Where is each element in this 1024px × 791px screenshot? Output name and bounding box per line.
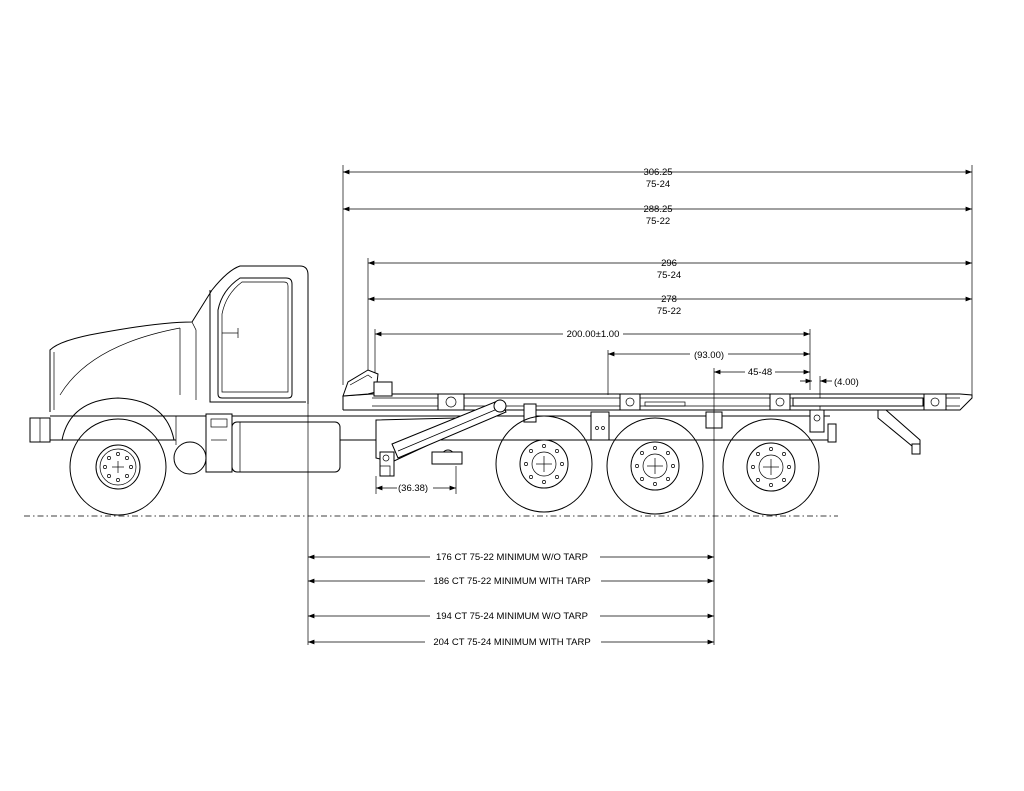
dim-306-value: 306.25: [643, 167, 672, 178]
overall-dimension-288: 288.25 75-22: [343, 204, 972, 227]
ct-194-label: 194 CT 75-24 MINIMUM W/O TARP: [436, 611, 588, 622]
dim-36-value: (36.38): [398, 483, 428, 494]
rear-wheel: [722, 418, 820, 516]
dim-296-model: 75-24: [657, 270, 681, 281]
ct-extension-lines: [307, 368, 715, 645]
ct-186-label: 186 CT 75-22 MINIMUM WITH TARP: [433, 576, 590, 587]
truck-cab: [29, 265, 309, 443]
tandem-dimension: 45-48: [714, 366, 810, 378]
dim-45-48-value: 45-48: [748, 367, 772, 378]
drive-wheel-2: [606, 417, 704, 515]
truck-frame: [50, 397, 830, 475]
drive-wheel-1: [495, 415, 593, 513]
ct-dimension-186: 186 CT 75-22 MINIMUM WITH TARP: [308, 575, 714, 587]
rail-dimension: 200.00±1.00: [374, 328, 811, 390]
dim-288-value: 288.25: [643, 204, 672, 215]
top-extension-lines: [342, 165, 973, 395]
hydraulic-cylinder: [375, 399, 537, 477]
hook-offset-dimension: (36.38): [375, 466, 457, 494]
ct-204-label: 204 CT 75-24 MINIMUM WITH TARP: [433, 637, 590, 648]
ct-dimension-204: 204 CT 75-24 MINIMUM WITH TARP: [308, 636, 714, 648]
dim-200-value: 200.00±1.00: [567, 329, 620, 340]
dim-4-value: (4.00): [834, 377, 859, 388]
dim-306-model: 75-24: [646, 179, 670, 190]
dim-296-value: 296: [661, 258, 677, 269]
dim-288-model: 75-22: [646, 216, 670, 227]
body-dimension-296: 296 75-24: [368, 258, 972, 281]
dim-278-model: 75-22: [657, 306, 681, 317]
dim-93-value: (93.00): [694, 350, 724, 361]
ct-176-label: 176 CT 75-22 MINIMUM W/O TARP: [436, 552, 588, 563]
dim-278-value: 278: [661, 294, 677, 305]
body-dimension-278: 278 75-22: [368, 294, 972, 317]
pivot-dimension: (93.00): [607, 348, 810, 395]
overall-dimension-306: 306.25 75-24: [343, 167, 972, 190]
front-wheel: [69, 418, 167, 516]
ct-dimension-194: 194 CT 75-24 MINIMUM W/O TARP: [308, 610, 714, 622]
ct-dimension-176: 176 CT 75-22 MINIMUM W/O TARP: [308, 551, 714, 563]
